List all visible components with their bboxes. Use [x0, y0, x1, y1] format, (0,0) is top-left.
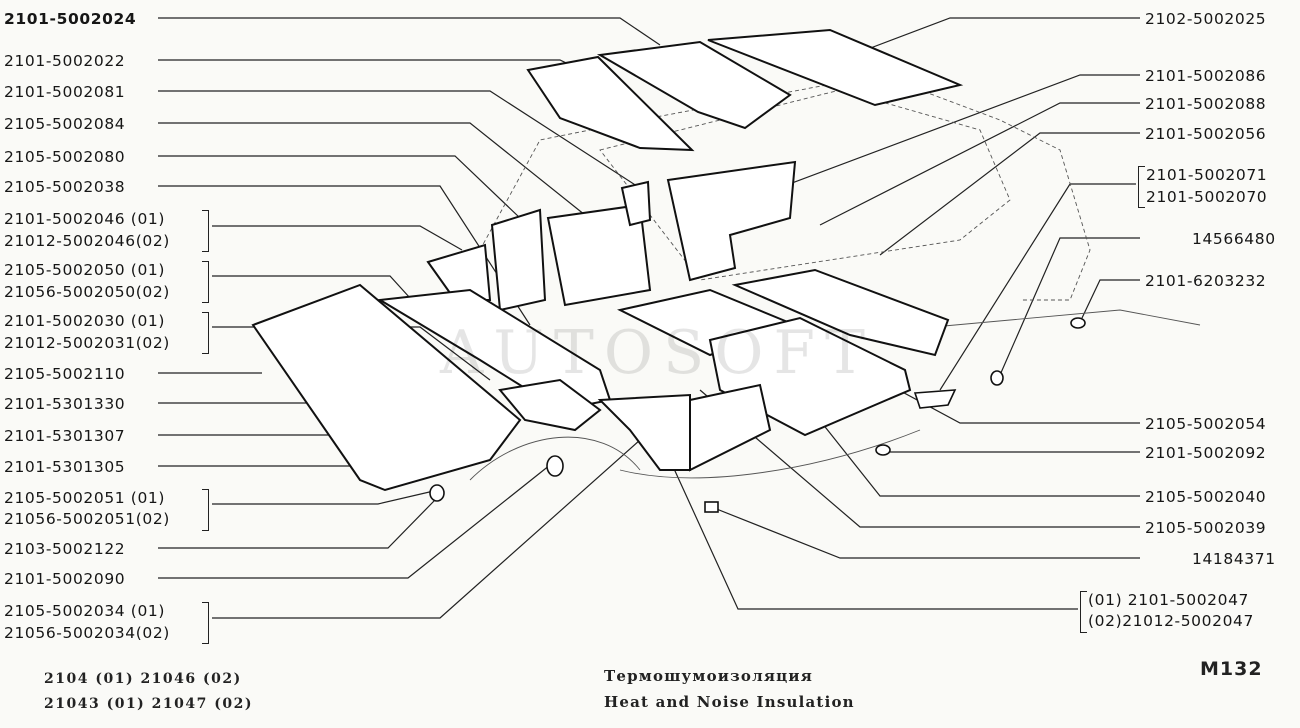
leader-line: [819, 102, 1140, 226]
front-door-panel: [251, 283, 522, 492]
part-label: 2101-5002071: [1146, 166, 1268, 184]
tunnel-cover: [597, 393, 691, 471]
part-label: 2105-5002040: [1145, 488, 1267, 506]
part-label: 2101-5002056: [1145, 125, 1267, 143]
label-bracket: [202, 489, 209, 531]
part-label: 2105-5002034 (01): [4, 602, 166, 620]
leader-line: [158, 59, 586, 73]
plug-b: [1070, 317, 1086, 329]
part-label: 2105-5002038: [4, 178, 126, 196]
c-pillar-panel: [490, 208, 547, 312]
part-label: 2101-5002024: [4, 10, 137, 28]
leader-line: [1081, 279, 1140, 319]
rear-trim-panel: [546, 203, 652, 307]
part-label: 2105-5002110: [4, 365, 126, 383]
part-label: 2101-5002081: [4, 83, 126, 101]
model-list-row: 21043 (01) 21047 (02): [44, 696, 253, 712]
leader-line: [212, 275, 411, 299]
leader-line: [759, 74, 1140, 196]
part-label: 2105-5002054: [1145, 415, 1267, 433]
part-label: 2102-5002025: [1145, 10, 1267, 28]
part-label: 2105-5002084: [4, 115, 126, 133]
side-floor-mat: [689, 383, 772, 472]
roof-panel-middle: [596, 40, 792, 130]
dash-insulation-pad: [498, 378, 602, 432]
leader-line: [158, 90, 641, 189]
leader-line: [879, 379, 1140, 424]
leader-line: [158, 155, 521, 219]
watermark: AUTOSOFT: [440, 318, 876, 388]
leader-line: [713, 507, 1140, 559]
part-label: 2105-5002051 (01): [4, 489, 166, 507]
part-label: (02)21012-5002047: [1088, 612, 1254, 630]
part-label: 2101-5002090: [4, 570, 126, 588]
part-label: 2101-5002086: [1145, 67, 1267, 85]
part-label: 21056-5002051(02): [4, 510, 170, 528]
leader-line: [158, 122, 586, 216]
part-label: 2103-5002122: [4, 540, 126, 558]
car-sill-outline: [619, 309, 1201, 479]
part-label: 2101-5301307: [4, 427, 126, 445]
part-label: 2105-5002080: [4, 148, 126, 166]
roof-panel-front: [707, 28, 964, 107]
leader-line: [212, 225, 463, 251]
part-label: 2101-6203232: [1145, 272, 1267, 290]
grommet-large: [546, 455, 564, 477]
label-bracket: [1080, 591, 1087, 633]
label-bracket: [202, 210, 209, 252]
car-arc-outline: [469, 436, 641, 481]
b-pillar-panel: [426, 243, 492, 301]
roof-panel-rear: [526, 55, 695, 152]
part-label: 21056-5002050(02): [4, 283, 170, 301]
leader-line: [879, 132, 1140, 256]
leader-line: [212, 489, 439, 505]
label-bracket: [202, 261, 209, 303]
rear-side-panel: [666, 160, 797, 282]
door-trim-strip: [620, 180, 652, 227]
label-bracket: [202, 312, 209, 354]
model-list-row: 2104 (01) 21046 (02): [44, 671, 242, 687]
part-label: 2101-5002070: [1146, 188, 1268, 206]
part-label: 14184371: [1192, 550, 1276, 568]
part-label: 21012-5002031(02): [4, 334, 170, 352]
leader-line: [999, 237, 1140, 376]
leader-line: [212, 439, 641, 619]
part-label: 2101-5002092: [1145, 444, 1267, 462]
part-label: 2101-5301330: [4, 395, 126, 413]
spacer-block: [704, 501, 719, 513]
reflector-plate: [913, 389, 957, 409]
label-bracket: [202, 602, 209, 644]
leader-line: [859, 17, 1140, 53]
page-title-ru: Термошумоизоляция: [604, 667, 814, 685]
page-code: M132: [1200, 658, 1263, 680]
leader-line: [669, 459, 1078, 610]
page-title-en: Heat and Noise Insulation: [604, 693, 855, 711]
part-label: 2105-5002050 (01): [4, 261, 166, 279]
part-label: 2101-5002088: [1145, 95, 1267, 113]
part-label: 2101-5002030 (01): [4, 312, 166, 330]
part-label: (01) 2101-5002047: [1088, 591, 1250, 609]
part-label: 2101-5002046 (01): [4, 210, 166, 228]
part-label: 2101-5301305: [4, 458, 126, 476]
label-bracket: [1138, 166, 1145, 208]
clip-small: [429, 484, 445, 502]
part-label: 21056-5002034(02): [4, 624, 170, 642]
clip-b: [990, 370, 1004, 386]
part-label: 21012-5002046(02): [4, 232, 170, 250]
part-label: 2105-5002039: [1145, 519, 1267, 537]
leader-line: [158, 499, 436, 549]
rear-floor-mat: [731, 268, 950, 357]
part-label: 14566480: [1192, 230, 1276, 248]
part-label: 2101-5002022: [4, 52, 126, 70]
leader-line: [158, 464, 551, 579]
leader-line: [158, 17, 661, 46]
plug-a: [875, 444, 891, 456]
car-body-outline: [479, 74, 1091, 301]
